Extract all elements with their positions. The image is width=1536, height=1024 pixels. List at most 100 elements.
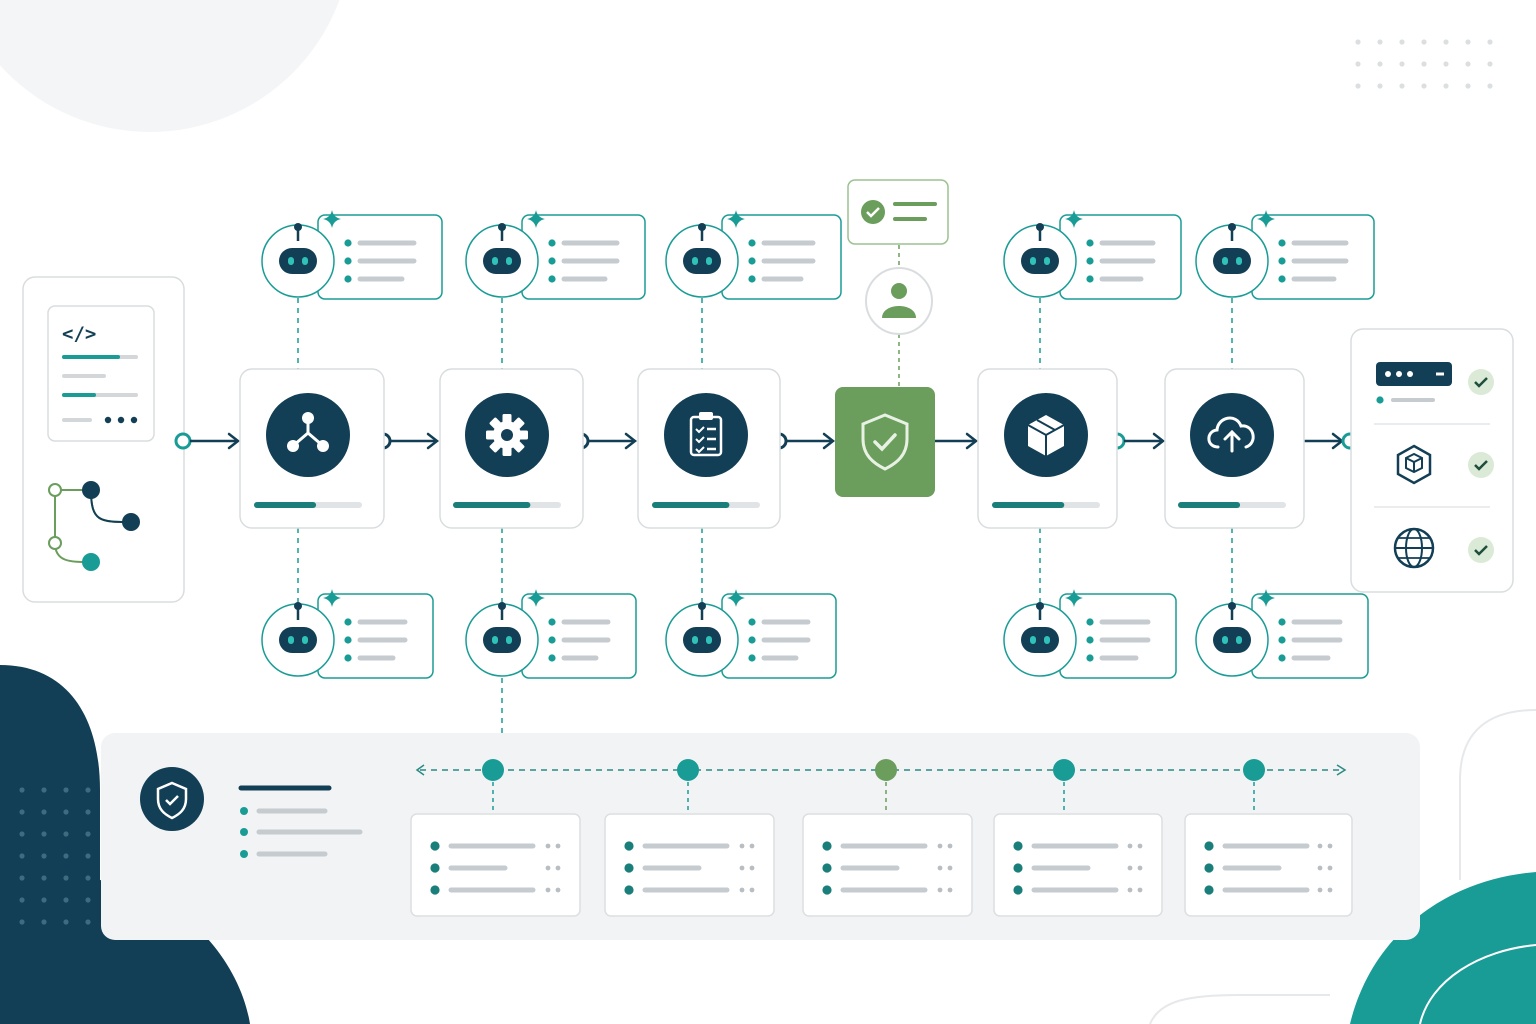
package-box-icon: [1027, 415, 1065, 456]
grid-dot: [41, 853, 47, 859]
bullet-dot: [1278, 618, 1286, 626]
timeline-node: [875, 759, 897, 781]
menu-dot: [1317, 865, 1323, 871]
check-mark: [695, 426, 705, 434]
person-body: [882, 306, 916, 318]
menu-dot: [749, 887, 755, 893]
corner-arc-bottom: [1149, 994, 1330, 1024]
menu-dot: [545, 865, 551, 871]
robot-head: [683, 248, 721, 274]
bullet-dot: [1013, 841, 1023, 851]
stage-icon-circle: [266, 393, 350, 477]
branch-lines: [54, 489, 132, 563]
server-led: [1396, 371, 1402, 377]
target-server[interactable]: [1376, 362, 1494, 404]
log-entry-card[interactable]: [802, 813, 973, 917]
deployment-targets-panel: [1350, 328, 1514, 593]
bullet-dot: [548, 257, 556, 265]
bullet-dot: [430, 841, 440, 851]
grid-dot: [1443, 39, 1449, 45]
flow-arrow: [374, 432, 440, 450]
inner-cube: [1405, 452, 1423, 474]
agent-badge[interactable]: [1003, 589, 1177, 679]
timeline-arrow-right: [1336, 764, 1347, 776]
bullet-dot: [624, 841, 634, 851]
bullet-dot: [548, 239, 556, 247]
agent-badge[interactable]: [1003, 210, 1182, 300]
grid-dot: [85, 919, 91, 925]
log-entry-card[interactable]: [604, 813, 775, 917]
box-edges: [1027, 424, 1065, 456]
ai-agents: [261, 210, 1375, 679]
agent-note-card: [317, 214, 443, 300]
agent-note-card: [1251, 214, 1375, 300]
branch-node: [122, 513, 140, 531]
server-rack-icon: [1376, 362, 1452, 386]
menu-dot: [555, 865, 561, 871]
agent-badge[interactable]: [1195, 589, 1369, 679]
menu-dot: [1327, 887, 1333, 893]
robot-icon: [483, 223, 521, 274]
agent-badge[interactable]: [261, 589, 434, 679]
node: [317, 440, 329, 452]
bullet-dot: [1086, 275, 1094, 283]
flow-arrow: [1108, 432, 1166, 450]
target-container[interactable]: [1396, 444, 1494, 485]
log-entry-card[interactable]: [410, 813, 581, 917]
log-entry-card[interactable]: [1184, 813, 1353, 917]
robot-eye: [1236, 257, 1242, 265]
robot-antenna-tip: [698, 602, 706, 610]
bullet-dot: [748, 275, 756, 283]
robot-eye: [492, 257, 498, 265]
agent-note-card: [317, 593, 434, 679]
robot-icon: [279, 223, 317, 274]
targets-panel-frame: [1350, 328, 1514, 593]
menu-dot: [1327, 843, 1333, 849]
agent-badge[interactable]: [665, 210, 842, 300]
gear-hole: [501, 429, 513, 441]
robot-icon: [1213, 602, 1251, 653]
grid-dot: [1443, 61, 1449, 67]
agent-note-card: [521, 593, 637, 679]
grid-dot: [1487, 83, 1493, 89]
target-web[interactable]: [1393, 527, 1494, 569]
menu-dot: [1327, 865, 1333, 871]
stage-card-package[interactable]: [977, 368, 1118, 529]
source-panel: </>: [22, 276, 185, 603]
check-icon: [1468, 537, 1494, 563]
grid-dot: [1487, 61, 1493, 67]
grid-dot: [1355, 61, 1361, 67]
agent-note-card: [1251, 593, 1369, 679]
robot-eye: [492, 636, 498, 644]
bullet-dot: [548, 618, 556, 626]
menu-dot: [739, 843, 745, 849]
log-entry-card[interactable]: [993, 813, 1163, 917]
stage-card-test[interactable]: [637, 368, 781, 529]
bullet-dot: [344, 275, 352, 283]
approval-gate-card: [835, 387, 935, 497]
agent-badge[interactable]: [465, 210, 646, 300]
menu-dot: [555, 887, 561, 893]
code-brackets-icon: </>: [62, 323, 96, 345]
corner-blob-top-left: [0, 0, 340, 132]
flow-arrow: [174, 432, 241, 450]
node: [287, 440, 299, 452]
human-approval[interactable]: [847, 179, 949, 335]
agent-badge[interactable]: [665, 589, 837, 679]
agent-badge[interactable]: [465, 589, 637, 679]
grid-dot: [1399, 61, 1405, 67]
bullet-dot: [1278, 654, 1286, 662]
menu-dot: [937, 843, 943, 849]
robot-antenna-tip: [1036, 223, 1044, 231]
stage-card-build[interactable]: [439, 368, 584, 529]
grid-dot: [1443, 83, 1449, 89]
agent-badge[interactable]: [1195, 210, 1375, 300]
grid-dot: [85, 831, 91, 837]
stage-card-approve[interactable]: [835, 387, 935, 497]
check-mark: [695, 436, 705, 444]
stage-card-deploy[interactable]: [1164, 368, 1305, 529]
stage-card-integrate[interactable]: [239, 368, 385, 529]
node: [302, 412, 314, 424]
agent-badge[interactable]: [261, 210, 443, 300]
grid-dot: [19, 897, 25, 903]
